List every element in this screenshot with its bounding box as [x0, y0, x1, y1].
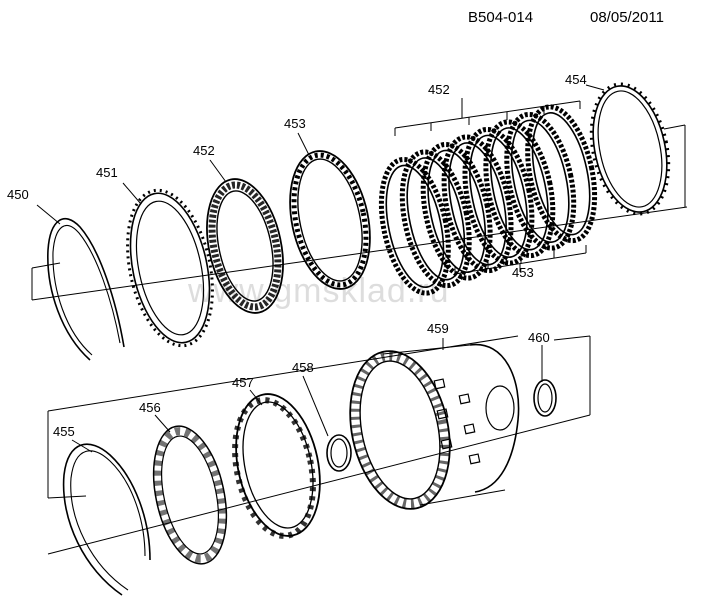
callout-455: 455: [53, 424, 75, 439]
part-455-snap-ring[interactable]: [62, 443, 151, 596]
upper-assembly-frame: [31, 124, 688, 301]
part-459-clutch-housing[interactable]: [336, 342, 520, 518]
callout-453-pack: 453: [512, 265, 534, 280]
callout-457: 457: [232, 375, 254, 390]
callout-451: 451: [96, 165, 118, 180]
lower-assembly-frame: [47, 335, 591, 555]
part-450-snap-ring[interactable]: [47, 217, 125, 361]
callout-452-pack: 452: [428, 82, 450, 97]
bracket-452-top: [394, 98, 581, 136]
drawing-id: B504-014: [468, 9, 533, 26]
part-453-steel-plate[interactable]: [278, 144, 381, 297]
callout-452: 452: [193, 143, 215, 158]
leader-lines-lower: [71, 338, 543, 453]
part-460-seal-ring[interactable]: [533, 379, 557, 417]
callout-453: 453: [284, 116, 306, 131]
leader-lines-upper: [36, 84, 605, 225]
part-454-wave-plate[interactable]: [580, 77, 680, 222]
part-458-seal[interactable]: [326, 434, 352, 472]
callout-454: 454: [565, 72, 587, 87]
clutch-pack-452-453[interactable]: [366, 101, 610, 299]
part-456-spring-retainer[interactable]: [142, 419, 238, 570]
bracket-453-bottom: [454, 245, 587, 275]
callout-458: 458: [292, 360, 314, 375]
callout-460: 460: [528, 330, 550, 345]
part-457-piston[interactable]: [223, 386, 332, 543]
part-451-backing-plate[interactable]: [114, 182, 225, 353]
part-452-friction-plate[interactable]: [196, 172, 295, 320]
callout-450: 450: [7, 187, 29, 202]
drawing-date: 08/05/2011: [590, 9, 664, 26]
callout-456: 456: [139, 400, 161, 415]
callout-459: 459: [427, 321, 449, 336]
